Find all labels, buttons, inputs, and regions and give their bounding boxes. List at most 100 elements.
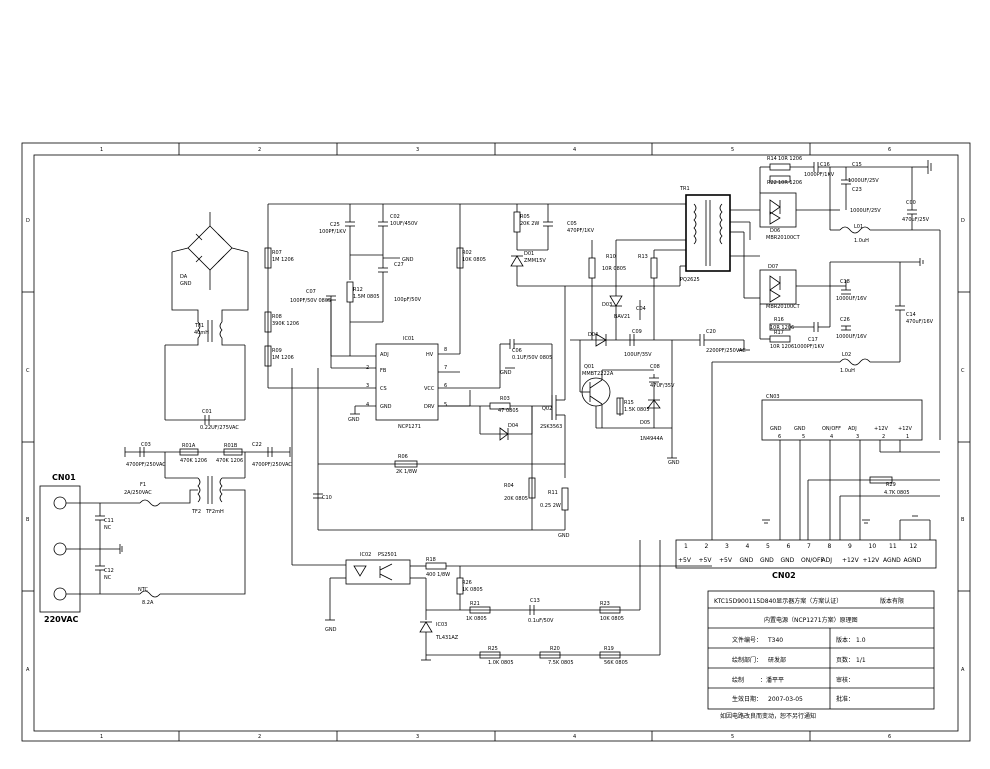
d07-model: MBR20100CT — [766, 304, 801, 310]
l01-label: L01 — [854, 224, 863, 230]
cn02-pin-number: 1 — [684, 543, 688, 550]
d07-label: D07 — [768, 264, 778, 270]
tf2-value: TF2mH — [205, 509, 224, 515]
title-subtitle: 内置电源（NCP1271方案）原理图 — [764, 616, 858, 624]
cn03-pin-number: 2 — [882, 434, 885, 440]
tr1-label: TR1 — [679, 186, 690, 192]
cn02-pin-name: AGND — [883, 557, 901, 564]
l02-value: 1.0uH — [840, 368, 855, 374]
d06-label: D06 — [770, 228, 780, 234]
r01b-label: R01B — [224, 443, 238, 449]
c10-label: C10 — [322, 495, 332, 501]
ic01-pin-3: 3 — [366, 383, 369, 389]
title-company-right: 版本有限 — [880, 597, 904, 605]
c04-label: C04 — [636, 306, 646, 312]
tr1-transformer — [685, 194, 731, 272]
ntc-label: NTC — [138, 587, 149, 593]
cn02-pin-number: 4 — [746, 543, 750, 550]
title-drawn: ：潘平平 — [760, 676, 784, 684]
cn03-label: CN03 — [766, 394, 780, 400]
cn02-pin-name: GND — [740, 557, 754, 564]
col-label-4: 4 — [573, 147, 576, 153]
row-label-a-right: A — [961, 667, 965, 673]
title-doc-no-label: 文件编号： — [732, 636, 762, 644]
row-label-c: C — [26, 368, 30, 374]
title-date-label: 生效日期： — [732, 695, 762, 703]
gnd-da: GND — [180, 281, 192, 287]
c11-value: NC — [104, 525, 112, 531]
r17-label: R17 — [774, 330, 784, 336]
c02-label: C02 — [390, 214, 400, 220]
c20-label: C20 — [706, 329, 716, 335]
col-label-3: 3 — [416, 147, 419, 153]
ic01-pin-7: 7 — [444, 365, 447, 371]
tf2-label: TF2 — [191, 509, 201, 515]
title-approve-label: 批准： — [836, 695, 854, 703]
ntc-value: 8.2A — [142, 600, 154, 606]
cn02-pin-number: 11 — [889, 543, 897, 550]
col-label-4-bottom: 4 — [573, 734, 576, 740]
d03-label: D03 — [602, 302, 612, 308]
col-label-2: 2 — [258, 147, 261, 153]
c00-label: C00 — [906, 200, 916, 206]
q01-label: Q01 — [584, 364, 594, 370]
cn02-pin-name: +5V — [719, 557, 733, 564]
r10-label: R10 — [606, 254, 616, 260]
c15-value: 1000UF/25V — [848, 178, 879, 184]
c07-label: C07 — [306, 289, 316, 295]
ic02-model: PS2501 — [378, 552, 397, 558]
gnd-r11: GND — [558, 533, 570, 539]
cn02-label: CN02 — [772, 571, 796, 580]
q01-model: MMBT2222A — [582, 371, 614, 377]
c05-value: 470PF/1KV — [567, 228, 595, 234]
c17-value: 1000PF/1KV — [794, 344, 825, 350]
cn02-pin-number: 7 — [807, 543, 811, 550]
c02-value: 10UF/450V — [390, 221, 418, 227]
d06-model: MBR20100CT — [766, 235, 801, 241]
r09-label: R09 — [272, 348, 282, 354]
title-company: KTC15D900115D840显示器方案（方案认证） — [714, 597, 842, 605]
c25-label: C25 — [330, 222, 340, 228]
tr1-model: PQ2625 — [680, 277, 700, 283]
r05-label: R05 — [520, 214, 530, 220]
r19-value: 56K 0805 — [604, 660, 628, 666]
c12-value: NC — [104, 575, 112, 581]
r03-value: 47 0805 — [498, 408, 519, 414]
c17-label: C17 — [808, 337, 818, 343]
r08-label: R08 — [272, 314, 282, 320]
c13-label: C13 — [530, 598, 540, 604]
col-label-6-bottom: 6 — [888, 734, 891, 740]
cn02-pin-name: ON/OFF — [801, 557, 824, 564]
r06-label: R06 — [398, 454, 408, 460]
r07-label: R07 — [272, 250, 282, 256]
title-page-label: 页数： — [836, 656, 854, 664]
r25-value: 1.0K 0805 — [488, 660, 514, 666]
c18-label: C18 — [840, 279, 850, 285]
c23-value: 1000UF/25V — [850, 208, 881, 214]
cn03-pin-number: 3 — [856, 434, 859, 440]
title-page: 1/1 — [856, 657, 866, 664]
col-label-5: 5 — [731, 147, 734, 153]
c08-label: C08 — [650, 364, 660, 370]
c15-label: C15 — [852, 162, 862, 168]
r22-label: R22 — [767, 180, 777, 186]
tf1-value: 40mH — [194, 330, 209, 336]
cn02-pin-name: +12V — [863, 557, 881, 564]
c01-value: 0.22UF/275VAC — [200, 425, 239, 431]
cn03-pin-number: 4 — [830, 434, 833, 440]
cn03-pin-name: ON/OFF — [822, 426, 841, 432]
d01-model: ZMM15V — [524, 258, 546, 264]
c16-value: 1000PF/1KV — [804, 172, 835, 178]
r07-value: 1M 1206 — [272, 257, 294, 263]
ic01-model: NCP1271 — [398, 424, 421, 430]
r05-value: 20K 2W — [520, 221, 539, 227]
f1-label: F1 — [140, 482, 146, 488]
title-version-label: 版本： — [836, 636, 854, 644]
r16-value: 10R 1206 — [770, 325, 794, 331]
r23-value: 10K 0805 — [600, 616, 624, 622]
r14-label: R14 — [767, 156, 777, 162]
ic01-pin-5: 5 — [444, 402, 447, 408]
ic01-pin-vcc: VCC — [424, 386, 435, 392]
r29-value: 4.7K 0805 — [884, 490, 910, 496]
